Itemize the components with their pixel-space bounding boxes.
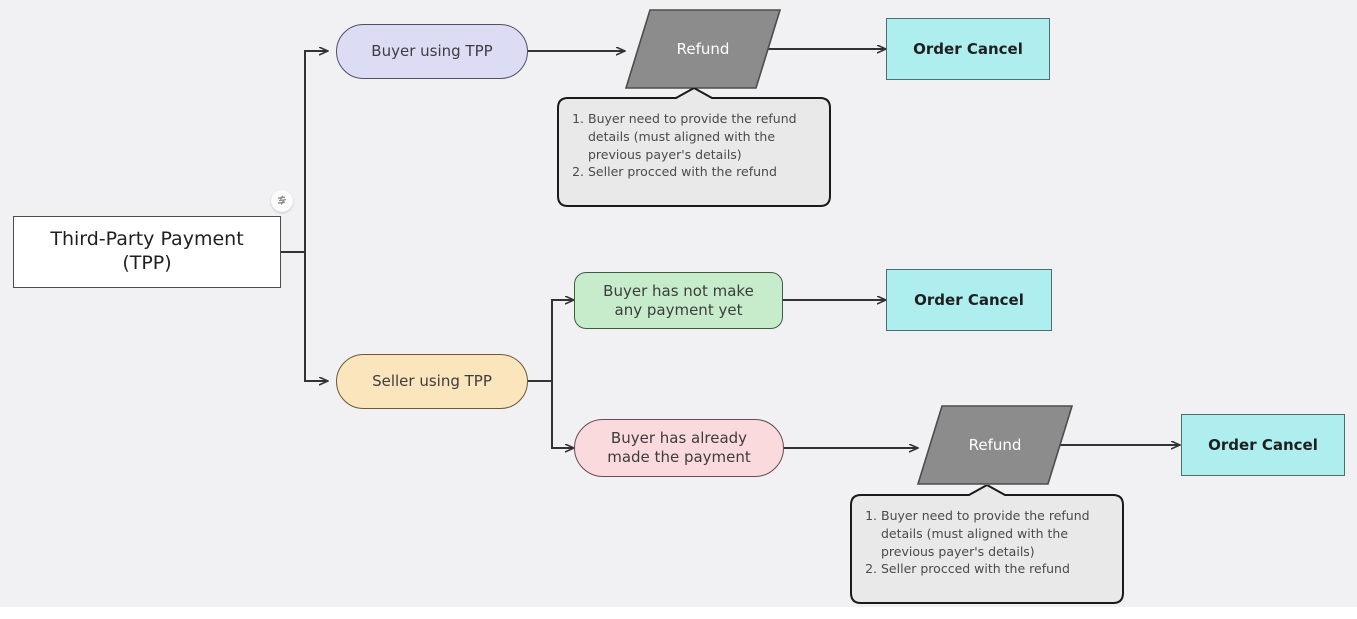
- edge-root-to-buyer: [304, 51, 328, 252]
- node-refund-bottom[interactable]: Refund: [916, 404, 1074, 486]
- edge-seller-to-nopay: [551, 300, 574, 381]
- node-order-cancel-1-label: Order Cancel: [913, 39, 1023, 58]
- note-top: Buyer need to provide the refund details…: [558, 104, 830, 204]
- link-badge-glyph: [277, 195, 287, 205]
- node-buyer-using-tpp-label: Buyer using TPP: [371, 42, 493, 61]
- node-order-cancel-2-label: Order Cancel: [914, 290, 1024, 309]
- note-bottom-item-2: Seller procced with the refund: [881, 560, 1111, 578]
- note-bottom-list: Buyer need to provide the refund details…: [859, 507, 1111, 578]
- node-refund-top[interactable]: Refund: [624, 8, 782, 90]
- node-seller-using-tpp-label: Seller using TPP: [372, 372, 492, 391]
- node-seller-using-tpp[interactable]: Seller using TPP: [336, 354, 528, 409]
- note-bottom-shape: [850, 485, 1124, 604]
- note-top-list: Buyer need to provide the refund details…: [566, 110, 818, 181]
- link-badge-icon[interactable]: [271, 190, 293, 212]
- node-buyer-no-payment-line2: any payment yet: [614, 300, 743, 319]
- node-order-cancel-1[interactable]: Order Cancel: [886, 18, 1050, 80]
- node-third-party-payment[interactable]: Third-Party Payment (TPP): [13, 216, 281, 288]
- parallelogram-shape-top: [624, 9, 782, 89]
- node-root-label-line2: (TPP): [122, 252, 172, 274]
- edge-seller-to-paid: [551, 381, 574, 448]
- node-buyer-no-payment[interactable]: Buyer has not make any payment yet: [574, 272, 783, 329]
- note-bottom: Buyer need to provide the refund details…: [851, 501, 1123, 601]
- edge-root-to-seller: [304, 252, 328, 381]
- node-buyer-already-paid-line2: made the payment: [607, 448, 751, 466]
- node-order-cancel-3[interactable]: Order Cancel: [1181, 414, 1345, 476]
- node-buyer-using-tpp[interactable]: Buyer using TPP: [336, 24, 528, 79]
- node-order-cancel-3-label: Order Cancel: [1208, 435, 1318, 454]
- node-buyer-no-payment-line1: Buyer has not make: [603, 281, 754, 300]
- node-buyer-already-paid[interactable]: Buyer has already made the payment: [574, 419, 784, 477]
- parallelogram-shape-bottom: [916, 405, 1074, 485]
- note-top-item-1: Buyer need to provide the refund details…: [588, 110, 818, 163]
- node-buyer-already-paid-line1: Buyer has already: [610, 429, 748, 448]
- note-top-item-2: Seller procced with the refund: [588, 163, 818, 181]
- note-bottom-item-1: Buyer need to provide the refund details…: [881, 507, 1111, 560]
- note-top-shape: [557, 88, 831, 207]
- node-order-cancel-2[interactable]: Order Cancel: [886, 269, 1052, 331]
- node-root-label-line1: Third-Party Payment: [50, 228, 244, 251]
